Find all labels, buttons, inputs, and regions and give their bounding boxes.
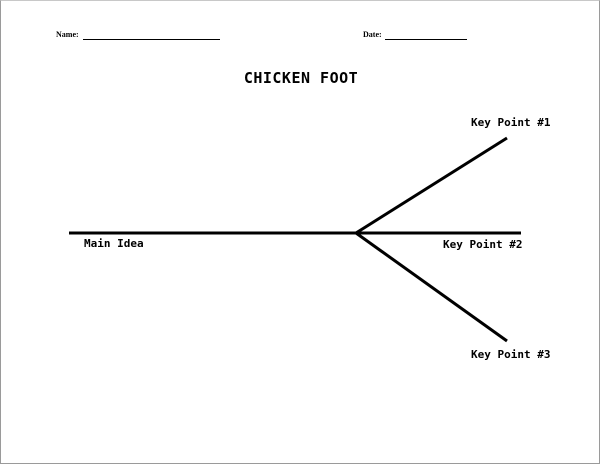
name-label: Name: — [56, 30, 79, 39]
date-blank-line — [385, 39, 467, 40]
key-point-3-label: Key Point #3 — [471, 348, 551, 361]
key-point-2-label: Key Point #2 — [443, 238, 523, 251]
key-point-1-branch — [355, 136, 508, 235]
name-blank-line — [83, 39, 220, 40]
page-title: CHICKEN FOOT — [243, 69, 359, 87]
key-point-1-label: Key Point #1 — [471, 116, 551, 129]
date-label: Date: — [363, 30, 382, 39]
key-point-3-branch — [355, 231, 508, 343]
main-idea-label: Main Idea — [84, 237, 144, 250]
